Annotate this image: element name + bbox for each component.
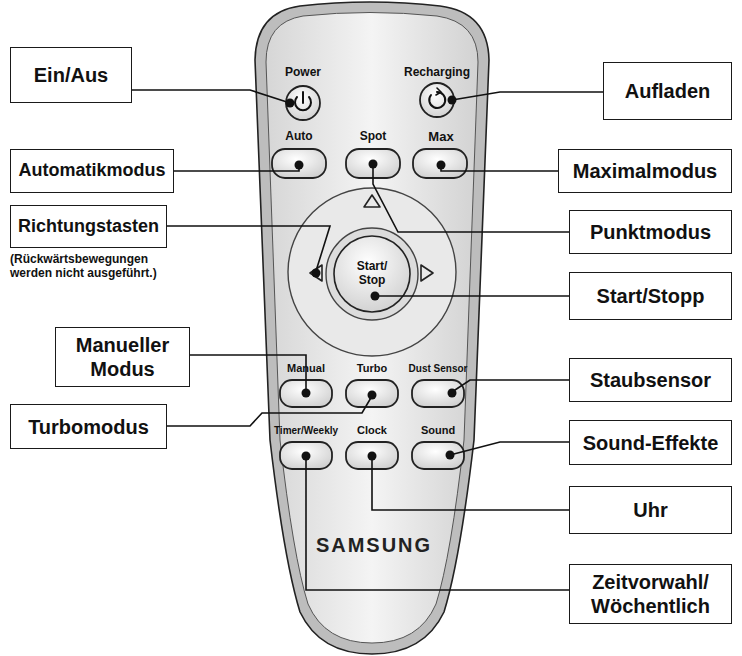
- callout-box: Zeitvorwahl/ Wöchentlich: [569, 564, 732, 624]
- button-label: Spot: [360, 129, 387, 143]
- button-label: Turbo: [357, 362, 387, 374]
- button-label: Clock: [357, 424, 387, 436]
- remote-face: [266, 13, 478, 644]
- button-label: Dust Sensor: [409, 363, 468, 374]
- callout-box: Richtungstasten: [10, 205, 167, 248]
- start-stop-ring: [326, 228, 418, 320]
- button-label: Max: [428, 129, 453, 144]
- callout-box: Aufladen: [603, 62, 732, 120]
- callout-box: Turbomodus: [10, 404, 167, 449]
- callout-box: Maximalmodus: [558, 149, 732, 193]
- callout-text: Sound-Effekte: [583, 431, 719, 455]
- direction-pad: [288, 188, 456, 356]
- callout-box: Manueller Modus: [55, 327, 190, 387]
- callout-text: Zeitvorwahl/ Wöchentlich: [576, 570, 725, 618]
- callout-text: Maximalmodus: [573, 159, 717, 183]
- callout-text: Turbomodus: [28, 415, 149, 439]
- brand-logo: SAMSUNG: [316, 534, 432, 557]
- callout-text: Staubsensor: [590, 368, 711, 392]
- callout-text: Uhr: [633, 498, 667, 522]
- button-label: Manual: [287, 362, 325, 374]
- callout-box: Ein/Aus: [10, 47, 132, 103]
- callout-box: Punktmodus: [569, 210, 732, 254]
- remote-housing: [255, 2, 489, 654]
- mode-buttons: [272, 149, 467, 469]
- callout-box: Sound-Effekte: [569, 420, 732, 465]
- round-buttons: [286, 83, 454, 120]
- callout-box: Uhr: [569, 486, 732, 534]
- note-text: (Rückwärtsbewegungen werden nicht ausgef…: [10, 252, 185, 281]
- callout-text: Manueller Modus: [62, 333, 183, 381]
- leader-lines: [132, 90, 603, 590]
- button-icons: [295, 88, 445, 110]
- callout-text: Start/Stopp: [597, 284, 705, 308]
- callout-text: Ein/Aus: [34, 63, 108, 87]
- callout-box: Automatikmodus: [10, 149, 174, 193]
- button-label: Power: [285, 65, 321, 79]
- button-label: Auto: [285, 129, 312, 143]
- leader-dots: [286, 96, 457, 461]
- button-label: Start/ Stop: [350, 260, 394, 288]
- start-stop-button: [334, 236, 410, 312]
- callout-text: Richtungstasten: [18, 216, 159, 238]
- callout-box: Start/Stopp: [569, 272, 732, 320]
- button-label: Sound: [421, 424, 455, 436]
- callout-text: Punktmodus: [590, 220, 711, 244]
- callout-text: Automatikmodus: [18, 160, 165, 182]
- button-label: Timer/Weekly: [274, 425, 338, 436]
- callout-box: Staubsensor: [569, 358, 732, 402]
- callout-text: Aufladen: [625, 79, 711, 103]
- button-label: Recharging: [404, 65, 470, 79]
